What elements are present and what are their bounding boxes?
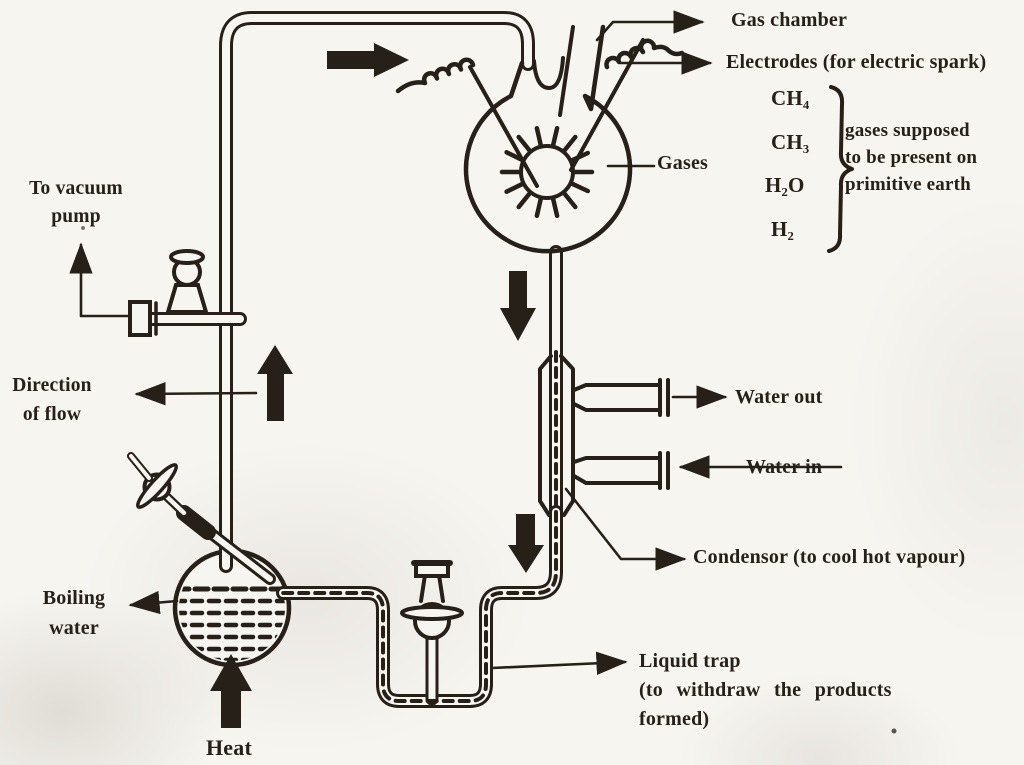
spark-icon	[499, 125, 595, 219]
flask-sidearm-stopcock	[127, 452, 276, 585]
flow-dashes	[281, 350, 558, 703]
water-in-tube	[572, 451, 670, 490]
water-out-tube	[572, 378, 670, 417]
heat-arrow-icon	[210, 654, 252, 728]
gases-brace	[827, 85, 854, 253]
boiling-water-label-line1: Boiling	[42, 587, 106, 609]
condensor-label: Condensor (to cool hot vapour)	[693, 546, 966, 568]
gas-chamber-flask	[463, 24, 633, 254]
liquid-trap-label-line2: (to withdraw the products	[639, 679, 892, 701]
boiling-flask	[172, 548, 292, 668]
electrodes-assembly	[395, 38, 685, 188]
direction-label-line1: Direction	[12, 375, 92, 396]
pointer-condensor	[564, 487, 687, 571]
gases-label: Gases	[657, 152, 708, 174]
scan-specks	[81, 226, 897, 734]
boiling-water-label: Boiling water	[28, 583, 120, 643]
pointer-direction-of-flow	[134, 382, 258, 406]
gas-chamber-label: Gas chamber	[731, 9, 848, 31]
pointer-gas-chamber	[595, 10, 705, 42]
pointer-liquid-trap	[490, 651, 628, 675]
liquid-trap-label-line1: Liquid trap	[639, 650, 741, 672]
pointer-lines	[69, 10, 843, 675]
electrode-right-rod	[569, 38, 645, 172]
vacuum-pump-label: To vacuum pump	[14, 175, 138, 232]
condenser-jacket	[538, 354, 575, 517]
flow-arrows	[210, 43, 544, 728]
vacuum-stopcock	[128, 249, 247, 337]
pipe-main-loop	[219, 11, 535, 573]
direction-of-flow-label: Direction of flow	[2, 371, 102, 430]
pointer-vacuum-pump	[69, 242, 130, 318]
heat-label: Heat	[206, 735, 253, 760]
flow-arrow-down-lower-icon	[508, 514, 544, 573]
gas-formula-h2o: H₂O	[765, 173, 805, 197]
flow-arrow-right-icon	[327, 43, 409, 77]
gases-note-line1: gases supposed	[845, 120, 970, 141]
direction-label-line2: of flow	[22, 404, 82, 426]
electrode-right-coil-icon	[604, 38, 685, 70]
water-out-label: Water out	[735, 386, 823, 408]
boiling-water-label-line2: water	[49, 617, 99, 639]
pointer-boiling-water	[128, 590, 179, 615]
liquid-trap-valve	[400, 560, 464, 706]
vacuum-pump-label-line2: pump	[51, 206, 101, 228]
gas-formula-h2: H₂	[771, 217, 795, 241]
flow-arrow-down-upper-icon	[500, 271, 536, 341]
gases-note-line2: to be present on	[845, 147, 978, 168]
electrodes-label: Electrodes (for electric spark)	[726, 51, 987, 73]
flow-arrow-up-icon	[257, 345, 293, 421]
water-in-label: Water in	[746, 456, 823, 478]
vacuum-pump-label-line1: To vacuum	[29, 178, 123, 199]
electrode-left-coil-icon	[395, 57, 476, 94]
gas-formula-ch4: CH₄	[771, 86, 810, 110]
gas-formula-ch3: CH₃	[771, 130, 810, 154]
gases-note-line3: primitive earth	[845, 174, 971, 195]
liquid-trap-label-line3: formed)	[639, 708, 710, 730]
electrode-left-rod	[468, 65, 539, 188]
liquid-trap-label: Liquid trap (to withdraw the products fo…	[639, 647, 892, 734]
